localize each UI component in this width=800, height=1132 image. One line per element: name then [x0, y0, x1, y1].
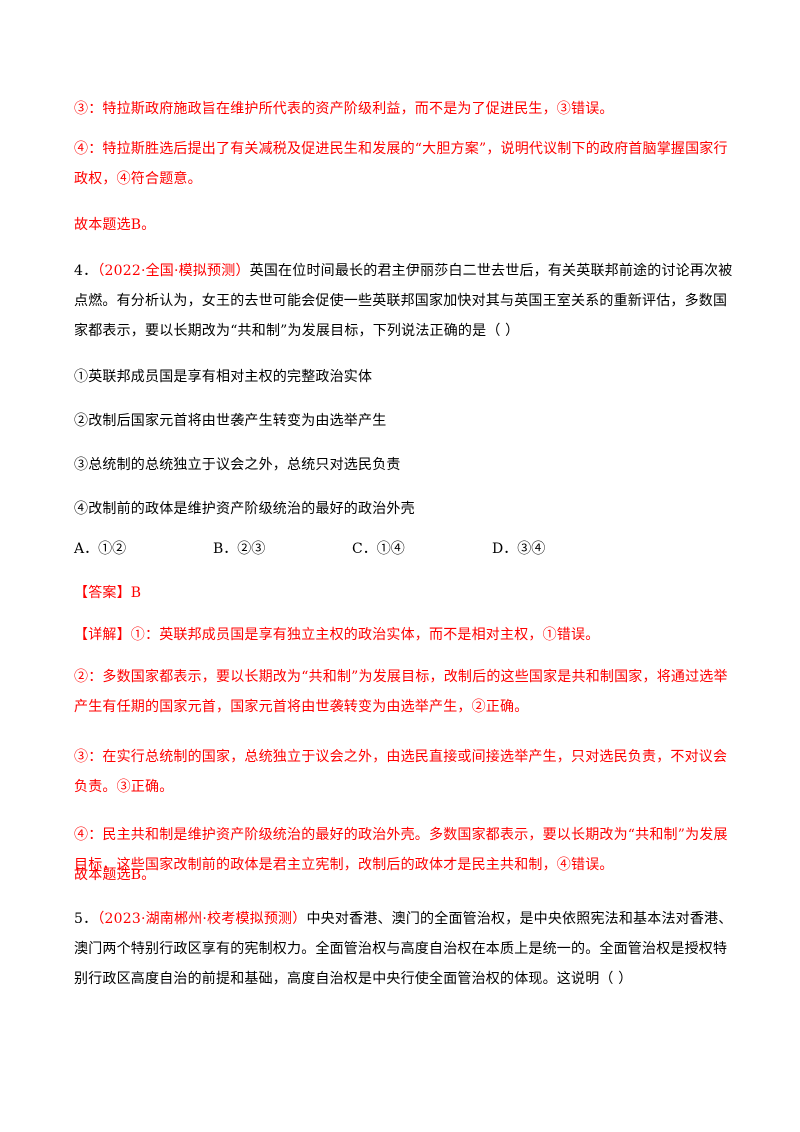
question-source: （2022·全国·模拟预测） — [97, 263, 250, 279]
question-stem: 英国在位时间最长的君主伊丽莎白二世去世后，有关英联邦前途的讨论再次被点燃。有分析… — [74, 263, 733, 339]
conclusion-text: 故本题选B。 — [74, 217, 156, 233]
options-row: A．①② B．②③ C．①④ D．③④ — [74, 534, 734, 564]
question-source: （2023·湖南郴州·校考模拟预测） — [97, 911, 307, 927]
question-stem: 中央对香港、澳门的全面管治权，是中央依照宪法和基本法对香港、澳门两个特别行政区享… — [74, 911, 733, 987]
explanation-item-3: ③：特拉斯政府施政旨在维护所代表的资产阶级利益，而不是为了促进民生，③错误。 — [74, 101, 614, 117]
statement-1: ①英联邦成员国是享有相对主权的完整政治实体 — [74, 369, 373, 385]
answer-label: 【答案】B — [74, 585, 142, 601]
question-number: 4． — [74, 263, 98, 279]
option-a: A．①② — [74, 541, 127, 557]
question-5: 5．（2023·湖南郴州·校考模拟预测）中央对香港、澳门的全面管治权，是中央依照… — [74, 904, 734, 994]
statement-3: ③总统制的总统独立于议会之外，总统只对选民负责 — [74, 457, 401, 473]
explanation-item-4: ④：特拉斯胜选后提出了有关减税及促进民生和发展的“大胆方案”，说明代议制下的政府… — [74, 141, 728, 187]
option-b: B．②③ — [213, 541, 266, 557]
statement-4: ④改制前的政体是维护资产阶级统治的最好的政治外壳 — [74, 501, 415, 517]
detail-item-4: ④：民主共和制是维护资产阶级统治的最好的政治外壳。多数国家都表示，要以长期改为“… — [74, 827, 728, 873]
question-4: 4．（2022·全国·模拟预测）英国在位时间最长的君主伊丽莎白二世去世后，有关英… — [74, 256, 734, 346]
conclusion-text-2: 故本题选B。 — [74, 867, 156, 883]
question-number: 5． — [74, 911, 98, 927]
detail-item-1: 【详解】①：英联邦成员国是享有独立主权的政治实体，而不是相对主权，①错误。 — [74, 627, 600, 643]
statement-2: ②改制后国家元首将由世袭产生转变为由选举产生 — [74, 413, 387, 429]
detail-item-3: ③：在实行总统制的国家，总统独立于议会之外，由选民直接或间接选举产生，只对选民负… — [74, 749, 728, 795]
option-d: D．③④ — [492, 541, 546, 557]
detail-item-2: ②：多数国家都表示，要以长期改为“共和制”为发展目标，改制后的这些国家是共和制国… — [74, 669, 728, 715]
option-c: C．①④ — [352, 541, 405, 557]
